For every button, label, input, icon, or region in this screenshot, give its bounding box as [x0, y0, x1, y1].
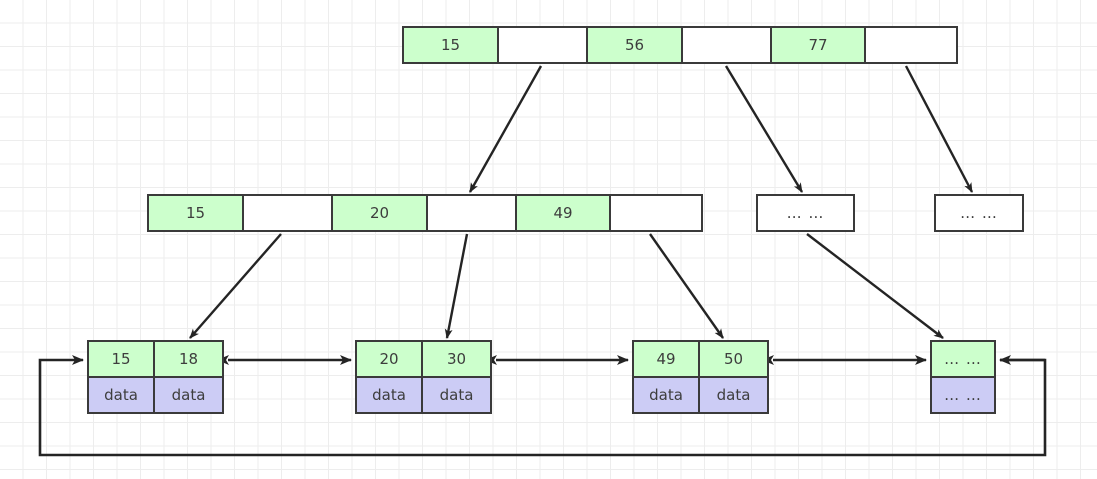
leaf-node-3-data-1[interactable]: data: [634, 378, 701, 412]
root-to-internal-1: [468, 65, 543, 193]
internal-node-1-cell-6-ptr[interactable]: [611, 196, 701, 230]
root-node-cell-1-key[interactable]: 15: [404, 28, 499, 62]
leaf-node-2-key-1[interactable]: 20: [357, 342, 424, 376]
leaf-node-4-data-1[interactable]: … …: [932, 378, 994, 412]
root-node-cell-2-ptr[interactable]: [499, 28, 588, 62]
internal-node-1[interactable]: 15 20 49: [147, 194, 703, 232]
root-to-internal-3: [904, 65, 974, 193]
leaf-node-2-data-2[interactable]: data: [423, 378, 490, 412]
leaf-node-1-key-2[interactable]: 18: [155, 342, 222, 376]
internal-node-1-cell-4-ptr[interactable]: [428, 196, 517, 230]
internal-node-1-cell-2-ptr[interactable]: [244, 196, 333, 230]
leaf-node-3-key-2[interactable]: 50: [700, 342, 767, 376]
internal-node-2-cell-1-dots[interactable]: … …: [758, 196, 853, 230]
internal-node-3-cell-1-dots[interactable]: … …: [936, 196, 1022, 230]
root-node-cell-4-ptr[interactable]: [683, 28, 772, 62]
internal-node-1-cell-5-key[interactable]: 49: [517, 196, 611, 230]
leaf-node-2-key-2[interactable]: 30: [423, 342, 490, 376]
internal-node-1-cell-3-key[interactable]: 20: [333, 196, 428, 230]
root-node-cell-5-key[interactable]: 77: [772, 28, 866, 62]
internal-node-1-cell-1-key[interactable]: 15: [149, 196, 244, 230]
leaf-node-1-key-1[interactable]: 15: [89, 342, 156, 376]
leaf-node-1-data-1[interactable]: data: [89, 378, 156, 412]
root-to-internal-2: [724, 65, 804, 193]
internal-to-leaf-2: [444, 233, 469, 339]
root-node-cell-3-key[interactable]: 56: [588, 28, 683, 62]
internal-to-leaf-4: [806, 233, 944, 339]
leaf-node-4[interactable]: … …… …: [930, 340, 996, 414]
leaf-node-3-key-1[interactable]: 49: [634, 342, 701, 376]
leaf-node-4-key-1[interactable]: … …: [932, 342, 994, 376]
root-node[interactable]: 15 56 77: [402, 26, 958, 64]
leaf-node-1-data-2[interactable]: data: [155, 378, 222, 412]
root-node-cell-6-ptr[interactable]: [866, 28, 956, 62]
internal-node-3[interactable]: … …: [934, 194, 1024, 232]
internal-to-leaf-3: [649, 233, 724, 339]
leaf-node-2-data-1[interactable]: data: [357, 378, 424, 412]
leaf-node-4-data-row: … …: [932, 378, 994, 412]
internal-to-leaf-1: [189, 233, 282, 339]
leaf-node-4-key-row: … …: [932, 342, 994, 378]
leaf-node-3-data-2[interactable]: data: [700, 378, 767, 412]
internal-node-2[interactable]: … …: [756, 194, 855, 232]
